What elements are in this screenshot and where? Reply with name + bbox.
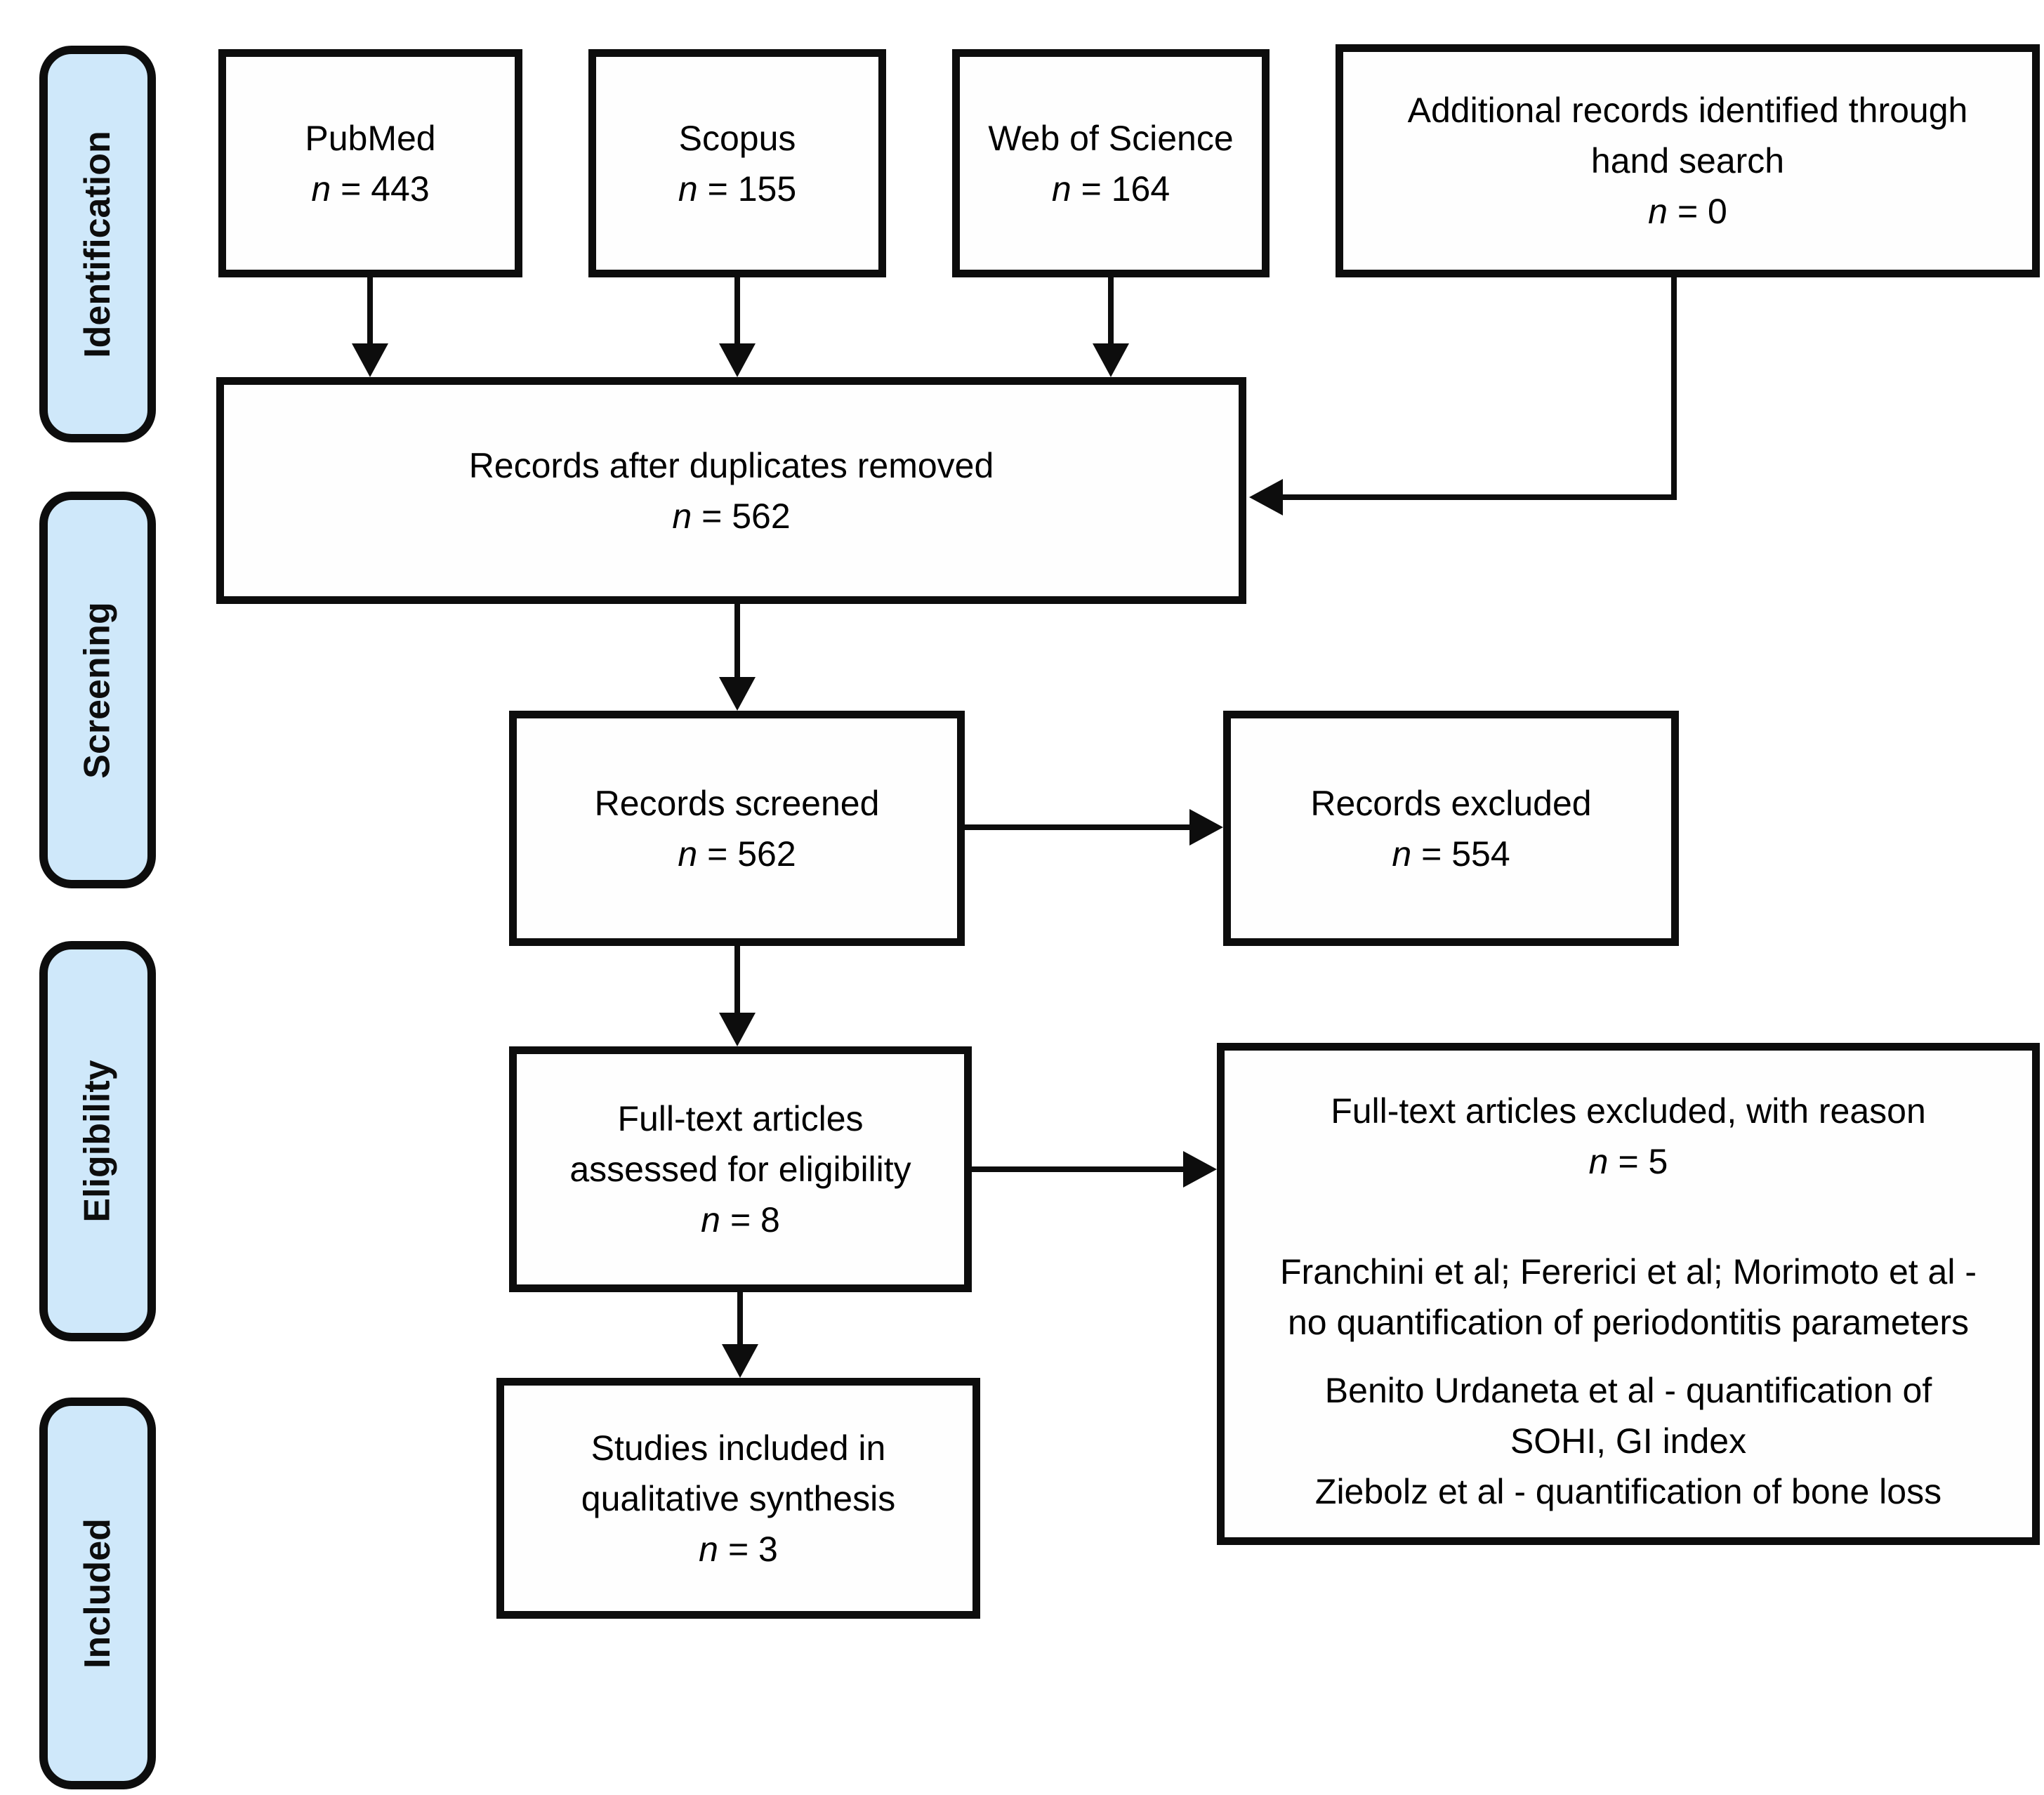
- scopus-count: n= 155: [678, 169, 797, 209]
- fulltext-assessed-box: Full-text articles assessed for eligibil…: [509, 1046, 972, 1292]
- stage-included-label: Included: [77, 1518, 119, 1669]
- fulltext-excluded-title: Full-text articles excluded, with reason: [1331, 1091, 1926, 1131]
- arrow-pubmed-to-duplicates-head: [352, 343, 388, 377]
- studies-included-count: n= 3: [699, 1529, 778, 1569]
- arrow-scopus-to-duplicates-line: [734, 276, 740, 346]
- web-of-science-count: n= 164: [1051, 169, 1171, 209]
- arrow-duplicates-to-screened-line: [734, 604, 740, 678]
- arrow-screened-to-excluded-line: [965, 824, 1189, 830]
- hand-search-title: Additional records identified through ha…: [1407, 91, 1968, 180]
- records-screened-count: n= 562: [678, 834, 796, 874]
- scopus-box: Scopus n= 155: [588, 49, 886, 277]
- fulltext-assessed-title: Full-text articles assessed for eligibil…: [569, 1099, 911, 1189]
- pubmed-box: PubMed n= 443: [218, 49, 522, 277]
- arrow-hand-search-to-duplicates-head: [1249, 479, 1283, 515]
- stage-included: Included: [39, 1398, 156, 1789]
- stage-identification-label: Identification: [77, 130, 118, 358]
- duplicates-removed-box: Records after duplicates removed n= 562: [216, 377, 1246, 604]
- stage-screening: Screening: [39, 492, 156, 888]
- duplicates-removed-title: Records after duplicates removed: [468, 445, 994, 485]
- records-excluded-box: Records excluded n= 554: [1223, 711, 1679, 946]
- arrow-screened-to-fulltext-line: [734, 943, 740, 1013]
- stage-screening-label: Screening: [77, 601, 119, 779]
- arrow-fulltext-to-excluded-head: [1183, 1151, 1217, 1188]
- duplicates-removed-count: n= 562: [672, 496, 791, 536]
- records-excluded-count: n= 554: [1392, 834, 1510, 874]
- arrow-fulltext-to-studies-line: [737, 1289, 743, 1346]
- stage-identification: Identification: [39, 46, 156, 442]
- pubmed-count: n= 443: [311, 169, 430, 209]
- arrow-pubmed-to-duplicates-line: [367, 276, 373, 346]
- stage-eligibility-label: Eligibility: [77, 1060, 119, 1223]
- stage-eligibility: Eligibility: [39, 941, 156, 1341]
- arrow-wos-to-duplicates-head: [1093, 343, 1129, 377]
- arrow-wos-to-duplicates-line: [1108, 276, 1114, 346]
- arrow-fulltext-to-studies-head: [722, 1344, 758, 1378]
- records-screened-box: Records screened n= 562: [509, 711, 965, 946]
- arrow-screened-to-excluded-head: [1189, 809, 1223, 846]
- records-screened-title: Records screened: [594, 783, 880, 823]
- studies-included-box: Studies included in qualitative synthesi…: [496, 1378, 980, 1619]
- arrow-duplicates-to-screened-head: [719, 677, 756, 711]
- pubmed-title: PubMed: [305, 118, 436, 158]
- fulltext-excluded-box: Full-text articles excluded, with reason…: [1217, 1043, 2040, 1545]
- arrow-scopus-to-duplicates-head: [719, 343, 756, 377]
- arrow-hand-search-horizontal-line: [1281, 494, 1677, 500]
- scopus-title: Scopus: [678, 118, 796, 158]
- studies-included-title: Studies included in qualitative synthesi…: [581, 1428, 896, 1518]
- fulltext-excluded-reason-group-2: Benito Urdaneta et al - quantification o…: [1314, 1371, 1942, 1511]
- fulltext-excluded-header: Full-text articles excluded, with reason…: [1331, 1086, 1926, 1187]
- fulltext-assessed-count: n= 8: [701, 1200, 780, 1240]
- fulltext-excluded-reason-group-1: Franchini et al; Fererici et al; Morimot…: [1280, 1252, 1977, 1342]
- records-excluded-title: Records excluded: [1310, 783, 1592, 823]
- web-of-science-box: Web of Science n= 164: [952, 49, 1270, 277]
- hand-search-box: Additional records identified through ha…: [1336, 44, 2040, 277]
- hand-search-count: n= 0: [1648, 192, 1727, 231]
- fulltext-excluded-count: n= 5: [1588, 1142, 1668, 1181]
- arrow-hand-search-vertical-line: [1671, 275, 1677, 500]
- arrow-screened-to-fulltext-head: [719, 1013, 756, 1046]
- arrow-fulltext-to-excluded-line: [972, 1166, 1183, 1172]
- web-of-science-title: Web of Science: [988, 118, 1234, 158]
